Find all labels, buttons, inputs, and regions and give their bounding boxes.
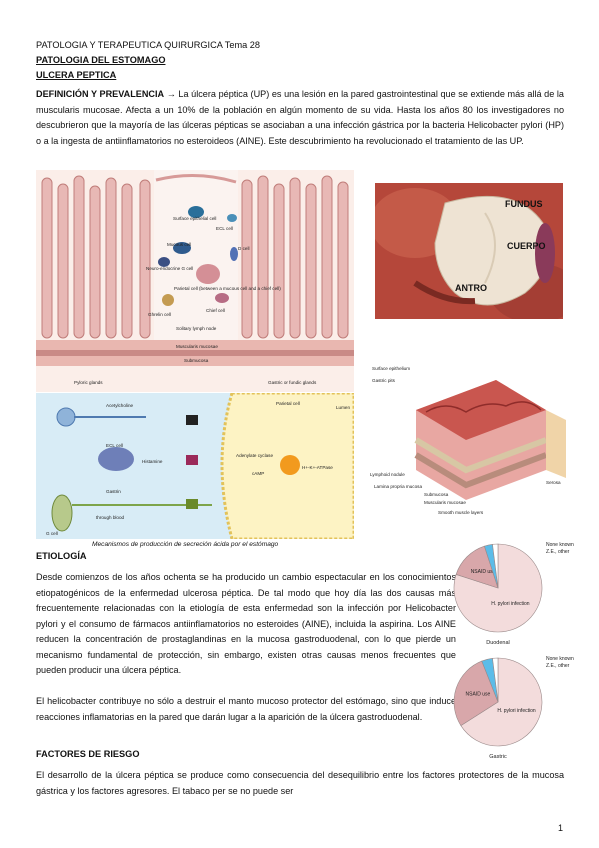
etiologia-paragraph-2: El helicobacter contribuye no sólo a des… <box>36 696 456 722</box>
label-ecl-cell: ECL cell <box>216 226 233 231</box>
label-wall-submucosa: Submucosa <box>424 492 449 497</box>
stomach-wall-illustration: Surface epithelium Gastric pits Lymphoid… <box>366 360 576 520</box>
pie-label: Z.E., other <box>546 663 570 669</box>
pie-label: H. pylori infection <box>491 601 530 607</box>
riesgo-paragraph: El desarrollo de la úlcera péptica se pr… <box>36 770 564 796</box>
pie-label: None known <box>546 656 574 662</box>
acid-secretion-illustration: Acetylcholine ECL cell Histamine Parieta… <box>36 393 354 539</box>
label-lamina-propria: Lamina propria mucosa <box>374 484 422 489</box>
label-through-blood: through blood <box>96 515 125 520</box>
etiologia-heading: ETIOLOGÍA <box>36 551 87 561</box>
pie-title: Gastric <box>489 754 507 760</box>
label-ghrelin-cell: Ghrelin cell <box>148 312 171 317</box>
label-chief-cell: Chief cell <box>206 308 225 313</box>
page-number: 1 <box>557 823 563 833</box>
figure-caption: Mecanismos de producción de secreción ác… <box>92 541 279 548</box>
pie-chart-duodenal: H. pylori infection NSAID use None knownZ.… <box>453 542 574 646</box>
pie-chart-gastric: H. pylori infection NSAID use None knownZ.… <box>453 656 574 760</box>
pie-slice-z-e-other <box>492 543 499 589</box>
label-fundic-glands: Gastric or fundic glands <box>268 380 317 385</box>
pie-title: Duodenal <box>486 640 510 646</box>
intro-heading: DEFINICIÓN Y PREVALENCIA <box>36 89 165 99</box>
label-submucosa: Submucosa <box>184 358 209 363</box>
pie-slice-nsaid-use <box>453 660 499 726</box>
label-d-cell: D cell <box>238 246 250 251</box>
chapter-title: PATOLOGIA DEL ESTOMAGO <box>36 55 166 65</box>
label-pyloric-glands: Pyloric glands <box>74 380 103 385</box>
label-ecl: ECL cell <box>106 443 123 448</box>
acid-secretion-figure: Acetylcholine ECL cell Histamine Parieta… <box>36 393 354 539</box>
label-smooth-muscle: Smooth muscle layers <box>438 510 484 515</box>
label-camp: cAMP <box>252 471 264 476</box>
pie-label: NSAID use <box>466 691 491 697</box>
pie-label: H. pylori infection <box>497 708 536 714</box>
label-surface-epithelium: Surface epithelium <box>372 366 410 371</box>
label-muscularis: Muscularis mucosae <box>176 344 218 349</box>
course-title: PATOLOGIA Y TERAPEUTICA QUIRURGICA Tema … <box>36 40 260 50</box>
label-serosa: Serosa <box>546 480 561 485</box>
gastric-glands-figure: Surface epithelial cell ECL cell Mucous … <box>36 170 354 392</box>
topic-title: ULCERA PEPTICA <box>36 70 117 80</box>
label-histamine: Histamine <box>142 459 163 464</box>
stomach-anatomy-illustration: FUNDUS CUERPO ANTRO <box>375 183 563 319</box>
etiologia-paragraph-1: Desde comienzos de los años ochenta se h… <box>36 572 456 675</box>
label-parietal-cell: Parietal cell (between a mucous cell and… <box>174 286 281 291</box>
label-adenylate: Adenylate cyclase <box>236 453 273 458</box>
pie-label: NSAID use <box>471 569 496 575</box>
stomach-anatomy-figure: FUNDUS CUERPO ANTRO <box>375 183 563 319</box>
label-g-cell: Neuro-endocrine G cell <box>146 266 193 271</box>
label-gastrin: Gastrin <box>106 489 121 494</box>
label-lymphoid-nodule: Lymphoid nodule <box>370 472 405 477</box>
pie-slice-z-e-other <box>492 657 499 703</box>
label-lumen: Lumen <box>336 405 350 410</box>
label-g-cell-2: G cell <box>46 531 58 536</box>
intro-paragraph: DEFINICIÓN Y PREVALENCIA → La úlcera pép… <box>36 87 564 149</box>
label-acetylcholine: Acetylcholine <box>106 403 134 408</box>
label-surface-epithelial: Surface epithelial cell <box>173 216 216 221</box>
label-wall-muscularis: Muscularis mucosae <box>424 500 466 505</box>
label-lymph-node: Solitary lymph node <box>176 326 217 331</box>
pie-label: Z.E., other <box>546 549 570 555</box>
label-cuerpo: CUERPO <box>507 241 546 251</box>
gastric-glands-illustration: Surface epithelial cell ECL cell Mucous … <box>36 170 354 392</box>
intro-text: La úlcera péptica (UP) es una lesión en … <box>36 89 564 146</box>
label-antro: ANTRO <box>455 283 487 293</box>
label-mucous-cell: Mucous cell <box>167 242 191 247</box>
pie-slice-h-pylori-infection <box>460 657 543 747</box>
label-parietal: Parietal cell <box>276 401 300 406</box>
riesgo-heading: FACTORES DE RIESGO <box>36 749 140 759</box>
stomach-wall-figure: Surface epithelium Gastric pits Lymphoid… <box>366 360 576 520</box>
label-gastric-pits: Gastric pits <box>372 378 396 383</box>
pie-label: None known <box>546 542 574 548</box>
label-atpase: H+-K+-ATPase <box>302 465 333 470</box>
label-fundus: FUNDUS <box>505 199 543 209</box>
arrow-icon: → <box>166 89 176 99</box>
